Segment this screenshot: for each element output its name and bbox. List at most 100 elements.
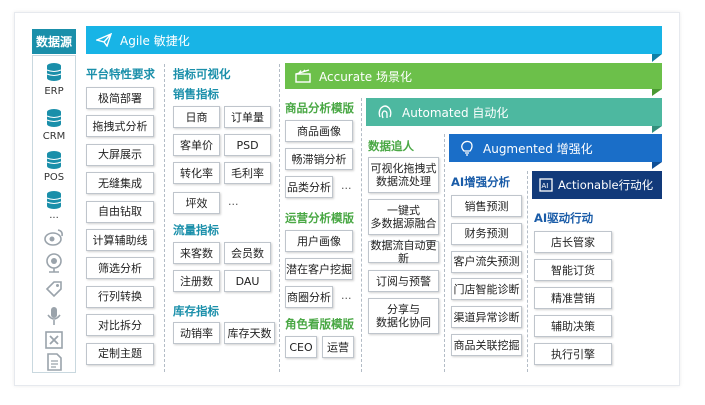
- sales-indicators-title: 销售指标: [173, 87, 219, 101]
- ai-analysis-item: 门店智能诊断: [451, 278, 522, 301]
- augmented-banner-fold: [652, 162, 662, 169]
- sales-indicator-item: 订单量: [224, 106, 271, 128]
- ai-chip-icon: AI: [539, 178, 553, 192]
- tag-icon: [45, 281, 62, 298]
- automated-banner: Automated 自动化: [366, 98, 662, 126]
- separator-line: [444, 134, 445, 372]
- sales-indicator-item: 转化率: [173, 162, 220, 184]
- ai-action-item: 辅助决策: [534, 315, 612, 337]
- inventory-indicators-title: 库存指标: [173, 304, 219, 318]
- platform-title: 平台特性要求: [86, 67, 155, 81]
- fingerprint-icon: [378, 105, 392, 119]
- separator-line: [361, 98, 362, 372]
- database-icon: [46, 63, 62, 81]
- role-template-item: 运营: [322, 336, 354, 358]
- automated-banner-fold: [652, 126, 662, 133]
- sales-indicator-item: 毛利率: [224, 162, 271, 184]
- platform-feature-item: 大屏展示: [86, 143, 154, 166]
- separator-line: [527, 171, 528, 372]
- svg-text:AI: AI: [542, 182, 549, 190]
- actionable-banner: AI Actionable行动化: [532, 171, 662, 199]
- excel-icon: [45, 331, 63, 349]
- product-template-item: 畅滞销分析: [285, 148, 353, 170]
- platform-feature-item: 拖拽式分析: [86, 115, 154, 138]
- ai-analysis-item: 渠道异常诊断: [451, 306, 522, 329]
- datasource-column: ERP CRM POS ...: [32, 55, 76, 373]
- ai-action-title: AI驱动行动: [534, 211, 594, 225]
- sales-indicator-item: 日商: [173, 106, 220, 128]
- sales-indicator-item: 客单价: [173, 134, 220, 156]
- webcam-icon: [46, 253, 62, 273]
- product-template-item: ...: [341, 179, 352, 192]
- platform-feature-item: 筛选分析: [86, 257, 154, 280]
- platform-feature-item: 极简部署: [86, 87, 154, 109]
- automated-banner-label: Automated 自动化: [402, 105, 509, 120]
- traffic-indicator-item: DAU: [224, 270, 271, 292]
- role-template-title: 角色看版模版: [285, 317, 354, 331]
- data-tracking-item: 一键式 多数据源融合: [368, 199, 439, 235]
- separator-line: [279, 64, 280, 372]
- ai-analysis-item: 客户流失预测: [451, 250, 522, 273]
- platform-feature-item: 计算辅助线: [86, 229, 154, 251]
- data-tracking-item: 可视化拖拽式 数据流处理: [368, 157, 439, 193]
- platform-feature-item: 自由钻取: [86, 200, 154, 223]
- ai-action-item: 智能订货: [534, 259, 612, 281]
- ai-analysis-item: 商品关联挖掘: [451, 334, 522, 356]
- accurate-banner: Accurate 场景化: [285, 63, 662, 89]
- separator-line: [164, 64, 165, 372]
- datasource-more: ...: [49, 210, 59, 221]
- platform-feature-item: 行列转换: [86, 285, 154, 308]
- datasource-erp: ERP: [44, 86, 64, 97]
- database-icon: [46, 109, 62, 127]
- product-template-item: 品类分析: [285, 176, 333, 198]
- role-template-item: CEO: [285, 336, 317, 358]
- sales-indicator-item: PSD: [224, 134, 271, 156]
- indicators-title: 指标可视化: [173, 67, 231, 81]
- agile-banner-label: Agile 敏捷化: [120, 33, 190, 48]
- actionable-banner-label: Actionable行动化: [558, 178, 654, 192]
- ops-template-item: 潜在客户挖掘: [285, 258, 353, 280]
- database-icon: [46, 151, 62, 169]
- accurate-banner-label: Accurate 场景化: [319, 69, 412, 84]
- ops-template-item: 用户画像: [285, 230, 353, 252]
- traffic-indicator-item: 会员数: [224, 242, 271, 264]
- traffic-indicator-item: 注册数: [173, 270, 220, 292]
- ops-template-title: 运营分析模版: [285, 211, 354, 225]
- agile-banner: Agile 敏捷化: [86, 26, 662, 54]
- inventory-indicator-item: 库存天数: [224, 322, 275, 344]
- ops-template-item: 商圈分析: [285, 286, 333, 308]
- document-icon: [47, 353, 62, 371]
- weibo-icon: [44, 229, 63, 246]
- ai-action-item: 精准营销: [534, 287, 612, 309]
- clapperboard-icon: [295, 69, 311, 83]
- ai-analysis-item: 财务预测: [451, 222, 522, 245]
- ai-analysis-title: AI增强分析: [451, 175, 511, 189]
- augmented-banner-label: Augmented 增强化: [483, 141, 593, 156]
- platform-feature-item: 对比拆分: [86, 314, 154, 337]
- platform-feature-item: 无缝集成: [86, 172, 154, 195]
- microphone-icon: [47, 307, 61, 325]
- ai-analysis-item: 销售预测: [451, 195, 522, 217]
- ops-template-item: ...: [341, 289, 352, 302]
- paper-plane-icon: [96, 33, 112, 47]
- database-icon: [46, 191, 62, 209]
- datasource-pos: POS: [43, 172, 65, 183]
- ai-action-item: 店长管家: [534, 231, 612, 253]
- platform-feature-item: 定制主题: [86, 342, 154, 365]
- datasource-crm: CRM: [42, 131, 66, 142]
- sales-indicator-item: 坪效: [173, 192, 220, 214]
- data-tracking-item: 订阅与预警: [368, 270, 439, 292]
- augmented-banner: Augmented 增强化: [449, 134, 662, 162]
- agile-banner-fold: [652, 54, 662, 62]
- lightbulb-icon: [461, 140, 473, 156]
- sales-indicator-item: ...: [228, 195, 239, 208]
- ai-action-item: 执行引擎: [534, 343, 612, 365]
- datasource-title: 数据源: [32, 29, 76, 54]
- product-template-item: 商品画像: [285, 120, 353, 142]
- product-template-title: 商品分析模版: [285, 101, 354, 115]
- accurate-banner-fold: [652, 89, 662, 96]
- traffic-indicators-title: 流量指标: [173, 223, 219, 237]
- tracking-title: 数据追人: [368, 139, 414, 153]
- data-tracking-item: 分享与 数据化协同: [368, 298, 439, 334]
- traffic-indicator-item: 来客数: [173, 242, 220, 264]
